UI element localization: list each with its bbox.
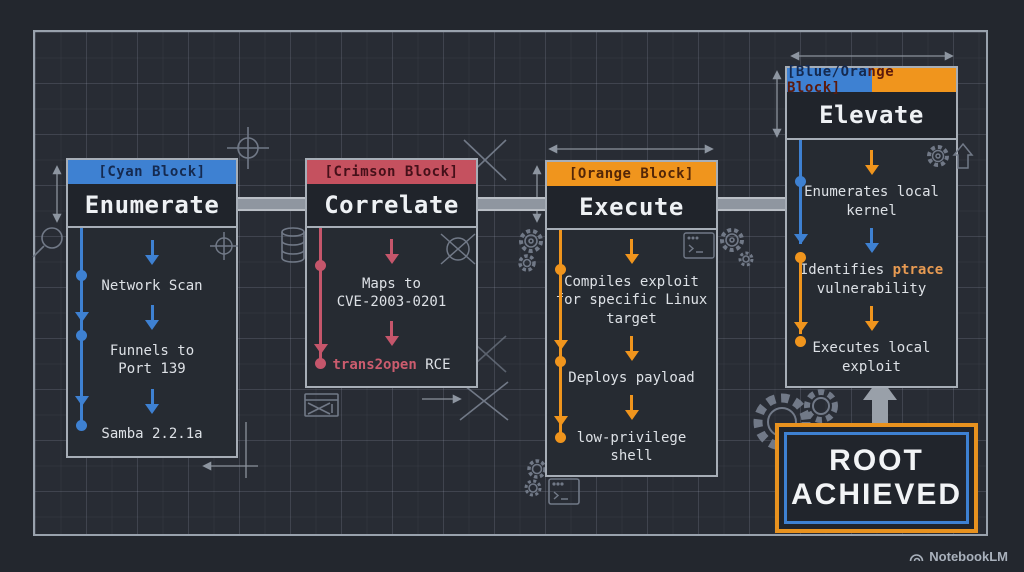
block-body: Compiles exploit for specific Linux targ… — [547, 230, 716, 475]
flow-rail — [792, 140, 810, 386]
step-item: Funnels to Port 139 — [109, 342, 195, 378]
down-arrow — [144, 388, 160, 415]
block-elevate: [Blue/Orange Block] Elevate Enumerates l… — [785, 64, 974, 388]
flow-rail — [552, 230, 570, 475]
connector-bar — [717, 197, 786, 211]
root-achieved-line2: ACHIEVED — [790, 478, 963, 511]
step-item: Enumerates local kernel — [804, 184, 939, 219]
block-tag-label: [Blue/Orange Block] — [787, 64, 895, 96]
magnifier-icon — [32, 227, 63, 258]
block-tag: [Orange Block] — [547, 162, 716, 186]
step-item: Maps to CVE-2003-0201 — [336, 275, 447, 311]
watermark: NotebookLM — [909, 549, 1008, 564]
highlight-text: ptrace — [892, 262, 944, 279]
down-arrow — [864, 227, 880, 254]
down-arrow — [384, 320, 400, 347]
leader-arrow — [202, 422, 258, 478]
gear-icon — [753, 389, 838, 451]
terminal-icon — [683, 232, 715, 259]
down-arrow — [144, 240, 160, 266]
gear-icon — [720, 228, 754, 267]
down-arrow — [624, 395, 640, 421]
step-item: Network Scan — [101, 277, 203, 294]
terminal-icon — [548, 478, 580, 505]
step-item: Deploys payload — [568, 370, 695, 387]
block-tag-label: [Crimson Block] — [324, 164, 459, 180]
tag-blue-half — [787, 68, 872, 92]
block-title: Enumerate — [68, 184, 236, 228]
block-title: Correlate — [307, 184, 476, 228]
crossed-circle-icon — [440, 233, 476, 265]
block-enumerate: [Cyan Block] Enumerate Network Scan Funn… — [66, 158, 238, 458]
block-title: Execute — [547, 186, 716, 230]
block-correlate: [Crimson Block] Correlate Maps to CVE-20… — [305, 158, 478, 388]
down-arrow — [624, 239, 640, 265]
block-title: Elevate — [787, 92, 956, 140]
flow-rail — [312, 228, 330, 386]
block-body: Enumerates local kernel Identifies ptrac… — [787, 140, 974, 386]
down-arrow — [624, 335, 640, 362]
notebooklm-logo-icon — [909, 554, 924, 562]
step-item: Compiles exploit for specific Linux targ… — [555, 273, 708, 327]
step-item: low-privilege shell — [576, 429, 687, 465]
gear-icon — [927, 142, 974, 169]
root-achieved-line1: ROOT — [829, 444, 924, 478]
block-tag-label: [Orange Block] — [568, 166, 694, 182]
watermark-label: NotebookLM — [929, 549, 1008, 564]
block-tag: [Crimson Block] — [307, 160, 476, 184]
image-frame-icon — [304, 393, 339, 417]
database-icon — [281, 227, 305, 263]
block-body: Maps to CVE-2003-0201 trans2open RCE — [307, 228, 476, 386]
block-body: Network Scan Funnels to Port 139 Samba 2… — [68, 228, 238, 456]
block-tag: [Cyan Block] — [68, 160, 236, 184]
crosshair-icon — [227, 127, 269, 169]
x-mark-icon — [459, 381, 509, 421]
root-achieved-box: ROOT ACHIEVED — [775, 423, 978, 533]
step-item: Executes local exploit — [812, 340, 931, 375]
block-tag: [Blue/Orange Block] — [787, 64, 956, 96]
step-item: Samba 2.2.1a — [101, 426, 203, 443]
gear-icon — [524, 459, 547, 497]
crosshair-icon — [210, 232, 238, 260]
tag-orange-half — [871, 68, 956, 92]
down-arrow — [144, 305, 160, 331]
up-arrow-icon — [952, 142, 974, 169]
connector-bar — [238, 197, 306, 211]
down-arrow — [384, 239, 400, 265]
up-arrow — [863, 377, 897, 426]
step-item: trans2open RCE — [332, 357, 451, 374]
flow-rail — [73, 228, 91, 456]
block-execute: [Orange Block] Execute Compiles exploit — [545, 160, 718, 477]
highlight-text: trans2open — [332, 357, 417, 374]
root-achieved-inner: ROOT ACHIEVED — [784, 432, 969, 524]
gear-icon — [518, 229, 543, 272]
connector-bar — [477, 197, 546, 211]
down-arrow — [864, 149, 880, 176]
down-arrow — [864, 305, 880, 332]
block-tag-label: [Cyan Block] — [98, 164, 206, 180]
step-item: Identifies ptrace vulnerability — [799, 262, 944, 297]
